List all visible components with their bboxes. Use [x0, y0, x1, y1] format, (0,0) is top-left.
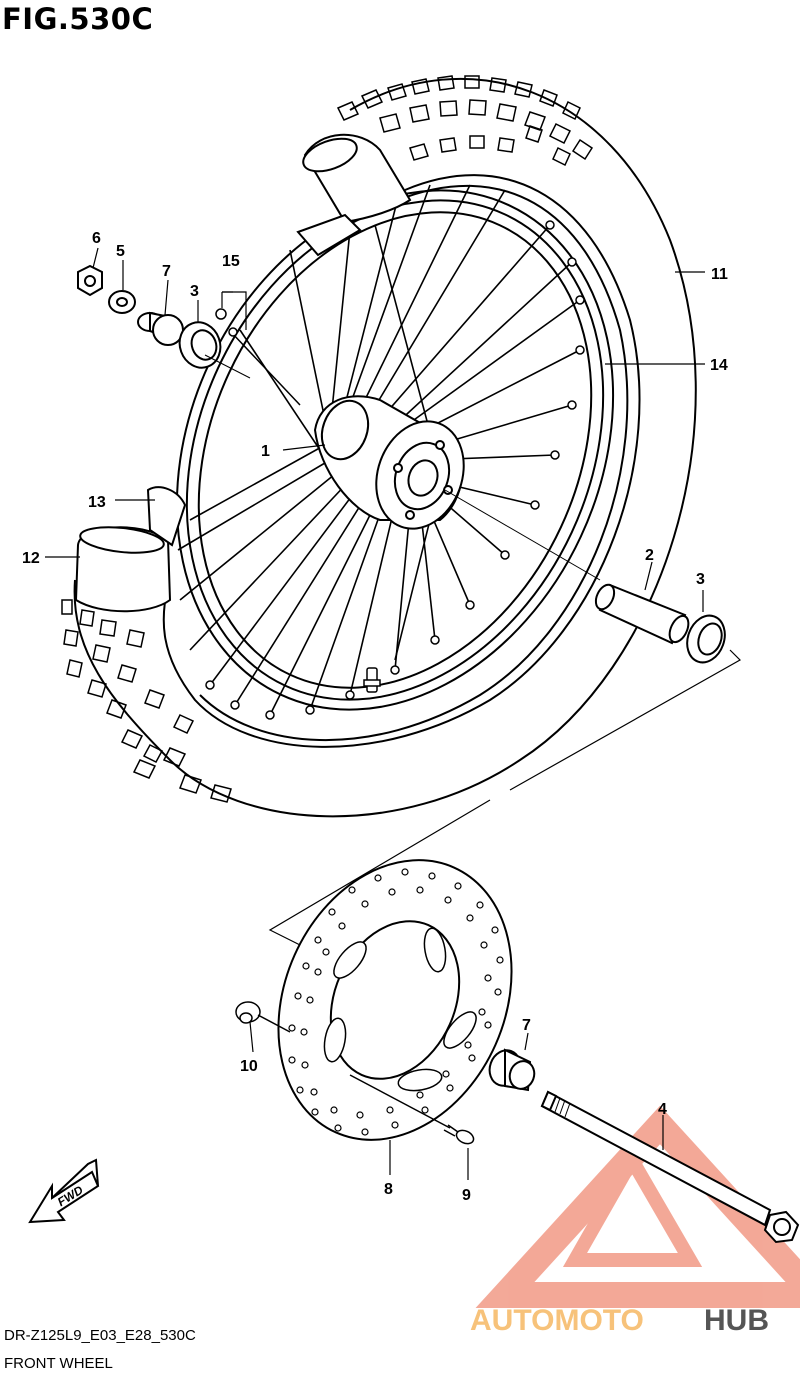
valve-stem: [363, 667, 381, 693]
section-name: FRONT WHEEL: [4, 1355, 113, 1372]
watermark-text: AUTOMOTO HUB: [470, 1304, 769, 1337]
collar-part-7-top: [137, 311, 184, 346]
spacer-part-2: [594, 583, 690, 645]
watermark-text-main: AUTOMOTO: [470, 1304, 644, 1337]
callout-9: 9: [462, 1187, 471, 1204]
watermark-text-accent: HUB: [704, 1304, 769, 1337]
spoke-part-15: [215, 308, 301, 406]
callout-3-left: 3: [190, 283, 199, 300]
callout-4: 4: [658, 1101, 667, 1118]
callout-13: 13: [88, 494, 106, 511]
bearing-part-3-right: [686, 614, 726, 664]
callout-5: 5: [116, 243, 125, 260]
callout-1: 1: [261, 443, 270, 460]
bearing-part-3-left: [178, 321, 222, 369]
callout-8: 8: [384, 1181, 393, 1198]
callout-10: 10: [240, 1058, 258, 1075]
callout-6: 6: [92, 230, 101, 247]
callout-15: 15: [222, 253, 240, 270]
axle-part-4: [540, 1090, 800, 1244]
watermark-inner-triangle: [562, 1145, 703, 1267]
callout-2: 2: [645, 547, 654, 564]
callout-7-bottom: 7: [522, 1017, 531, 1034]
fwd-direction-arrow: FWD: [28, 1158, 100, 1224]
callout-3-right: 3: [696, 571, 705, 588]
collar-part-7-bottom: [488, 1048, 536, 1092]
leader-lines: [45, 247, 705, 1180]
nut-part-6: [77, 264, 103, 297]
callout-14: 14: [710, 357, 728, 374]
tire: [61, 75, 697, 818]
rim-band-cutaway: [74, 486, 187, 613]
disc-bolt-part-9: [349, 1074, 475, 1145]
callout-12: 12: [22, 550, 40, 567]
brake-disc-part-8: [277, 859, 513, 1141]
callout-7-top: 7: [162, 263, 171, 280]
axis-line-left: [204, 354, 251, 379]
nut-part-10: [235, 1001, 291, 1033]
model-code: DR-Z125L9_E03_E28_530C: [4, 1327, 196, 1344]
callout-numbers: 1 2 3 3 4 5 6 7 7 8 9 10 11 12 13 14 15: [22, 230, 728, 1204]
axis-line-right: [444, 489, 601, 581]
hub: [313, 395, 465, 530]
figure-title: FIG.530C: [2, 2, 154, 36]
callout-11: 11: [711, 266, 728, 283]
tube-cutaway-top: [296, 133, 412, 257]
washer-part-5: [108, 290, 136, 314]
spoke-nipples: [205, 220, 585, 720]
